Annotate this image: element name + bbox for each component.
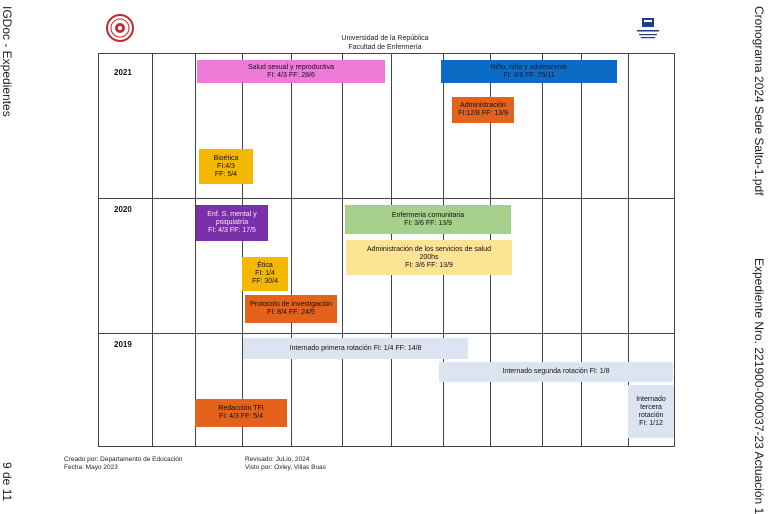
block-title: Bioética <box>213 154 239 162</box>
block-start: FI:4/3 <box>217 162 235 170</box>
block-redaccion-tfi: Redacción TFI FI: 4/3 FF: 5/4 <box>195 399 287 427</box>
block-protocolo: Protocolo de investigación FI: 8/4 FF: 2… <box>245 295 337 323</box>
block-etica: Ética FI: 1/4 FF: 30/4 <box>242 257 288 291</box>
year-label-2021: 2021 <box>114 68 132 77</box>
grid-column-line <box>152 54 153 446</box>
block-dates: FI: 4/3 FF: 17/5 <box>208 227 256 234</box>
footer-revisado: Revisado: JuLio, 2024 <box>245 456 310 463</box>
university-seal-logo <box>106 14 134 42</box>
block-subtitle: 200hs <box>419 253 439 261</box>
footer-created: Creado por: Departamento de Educación Fe… <box>64 456 183 472</box>
left-page-count: 9 de 11 <box>0 462 14 502</box>
block-title: Protocolo de investigación <box>250 301 332 308</box>
block-admin-servicios: Administración de los servicios de salud… <box>346 240 512 275</box>
block-title: Administración <box>460 102 506 109</box>
block-internado-tercera: Internado tercera rotación FI: 1/12 <box>628 385 674 438</box>
block-enf-comunitaria: Enfermeria comunitaria FI: 3/6 FF: 13/9 <box>345 205 511 234</box>
block-title: Niño, niña y adolescente <box>490 63 568 71</box>
grid-row-line <box>99 198 674 199</box>
block-title: Ética <box>257 262 273 269</box>
footer-reviewed: Revisado: JuLio, 2024 Visto por: Oxley, … <box>245 456 326 472</box>
block-internado-primera: Internado primera rotación FI: 1/4 FF: 1… <box>243 338 468 359</box>
block-dates: FI: 3/6 FF: 13/9 <box>405 261 453 269</box>
grid-column-line <box>628 54 629 446</box>
block-dates: FI: 4/3 FF: 28/6 <box>267 71 315 79</box>
block-start: FI: 1/4 <box>255 270 275 277</box>
grid-column-line <box>581 54 582 446</box>
block-title: Redacción TFI <box>218 405 264 412</box>
grid-column-line <box>242 54 243 446</box>
university-name: Universidad de la República <box>341 35 429 42</box>
block-line2: tercera <box>640 403 662 411</box>
block-dates: FI: 8/4 FF: 24/5 <box>267 309 315 316</box>
block-title: Internado segunda rotación FI: 1/8 <box>502 368 610 375</box>
left-side-title: IGDoc - Expedientes <box>0 6 14 117</box>
block-dates: FI: 4/3 FF: 5/4 <box>219 413 263 420</box>
block-end: FF: 5/4 <box>214 170 238 178</box>
faculty-name: Facultad de Enfermería <box>348 44 422 51</box>
block-title: Salud sexual y reproductiva <box>248 63 334 71</box>
block-title: Enf. S. mental y <box>207 211 257 218</box>
block-end: FF: 30/4 <box>251 278 279 285</box>
block-dates: FI:12/8 FF: 13/9 <box>458 110 508 117</box>
grid-column-line <box>542 54 543 446</box>
footer-fecha: Fecha: Mayo 2023 <box>64 464 118 471</box>
block-line3: rotación <box>638 411 664 419</box>
year-label-2019: 2019 <box>114 340 132 349</box>
block-nino-nina: Niño, niña y adolescente FI: 4/8 FF: 25/… <box>441 60 617 83</box>
block-salud-sexual: Salud sexual y reproductiva FI: 4/3 FF: … <box>197 60 385 83</box>
block-title: Administración de los servicios de salud <box>366 245 492 253</box>
year-label-2020: 2020 <box>114 205 132 214</box>
block-internado-segunda: Internado segunda rotación FI: 1/8 <box>439 362 673 382</box>
block-title: Enfermeria comunitaria <box>391 211 465 219</box>
block-title: Internado <box>636 395 666 403</box>
document-header: Universidad de la República Facultad de … <box>300 34 470 52</box>
grid-column-line <box>291 54 292 446</box>
grid-column-line <box>342 54 343 446</box>
block-administracion: Administración FI:12/8 FF: 13/9 <box>452 97 514 123</box>
grid-column-line <box>195 54 196 446</box>
right-file-name: Cronograma 2024 Sede Salto-1.pdf <box>752 6 766 196</box>
footer-creado-por: Creado por: Departamento de Educación <box>64 456 183 463</box>
facultad-enfermeria-logo <box>635 16 661 42</box>
block-title: Internado primera rotación FI: 1/4 FF: 1… <box>289 344 422 352</box>
block-enf-mental: Enf. S. mental y psiquiatría FI: 4/3 FF:… <box>196 205 268 241</box>
footer-visto: Visto por: Oxley, Villas Boas <box>245 464 326 471</box>
block-subtitle: psiquiatría <box>215 219 249 226</box>
grid-row-line <box>99 333 674 334</box>
block-dates: FI: 3/6 FF: 13/9 <box>404 219 452 227</box>
block-bioetica: Bioética FI:4/3 FF: 5/4 <box>199 149 253 184</box>
block-dates: FI: 4/8 FF: 25/11 <box>503 71 555 79</box>
block-dates: FI: 1/12 <box>639 419 663 427</box>
right-expediente: Expediente Nro. 221900-000037-23 Actuaci… <box>752 258 766 514</box>
